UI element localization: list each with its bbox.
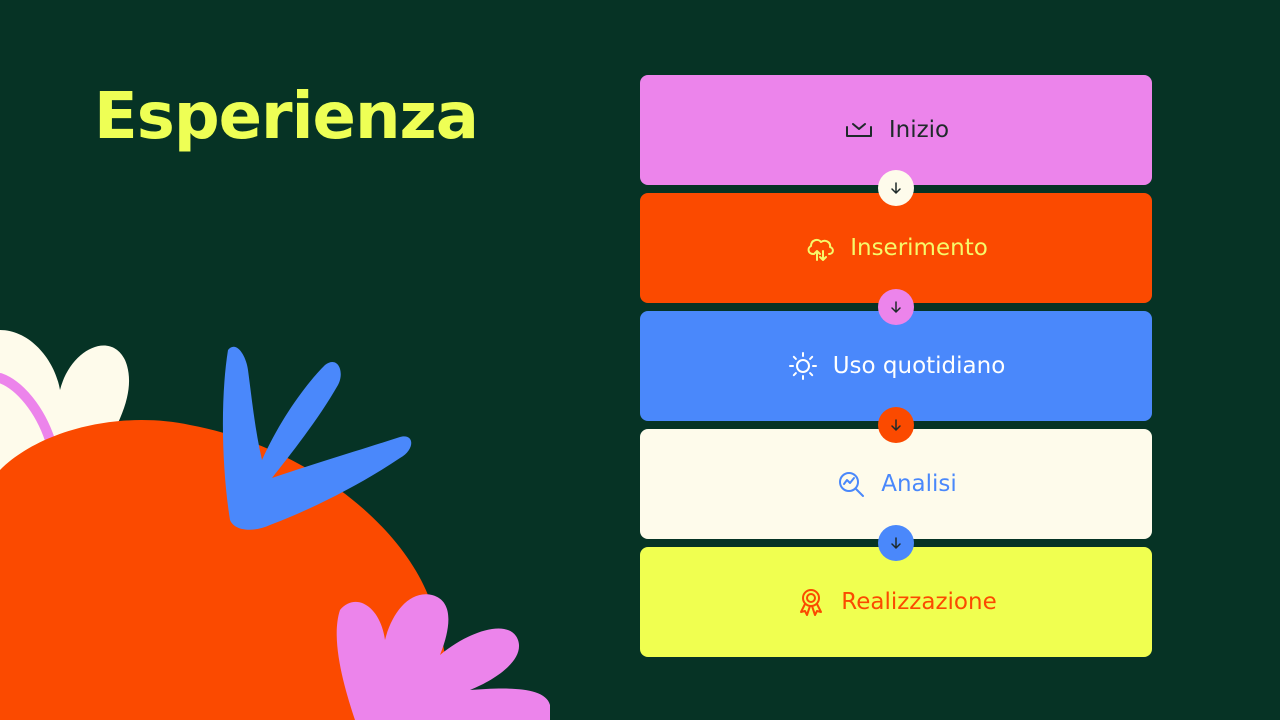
pink-stem-shape <box>0 373 55 445</box>
connector-arrow-2 <box>878 289 914 325</box>
step-analisi: Analisi <box>640 429 1152 539</box>
inbox-tray-icon <box>843 114 875 146</box>
step-uso-quotidiano: Uso quotidiano <box>640 311 1152 421</box>
magnifier-chart-icon <box>835 468 867 500</box>
step-label: Uso quotidiano <box>832 353 1006 379</box>
step-inizio: Inizio <box>640 75 1152 185</box>
arrow-down-icon <box>891 419 901 431</box>
award-ribbon-icon <box>795 586 827 618</box>
step-label: Analisi <box>881 471 957 497</box>
connector-arrow-1 <box>878 170 914 206</box>
step-inserimento: Inserimento <box>640 193 1152 303</box>
arrow-down-icon <box>891 301 901 313</box>
page-title: Esperienza <box>94 80 479 154</box>
step-label: Inizio <box>888 117 950 143</box>
connector-arrow-4 <box>878 525 914 561</box>
connector-arrow-3 <box>878 407 914 443</box>
arrow-down-icon <box>891 182 901 194</box>
sun-icon <box>787 350 819 382</box>
arrow-down-icon <box>891 537 901 549</box>
step-label: Inserimento <box>850 235 988 261</box>
pink-flower-shape <box>336 594 550 720</box>
step-realizzazione: Realizzazione <box>640 547 1152 657</box>
step-label: Realizzazione <box>841 589 997 615</box>
cloud-upload-download-icon <box>804 232 836 264</box>
blue-leaf-shape <box>222 346 412 530</box>
